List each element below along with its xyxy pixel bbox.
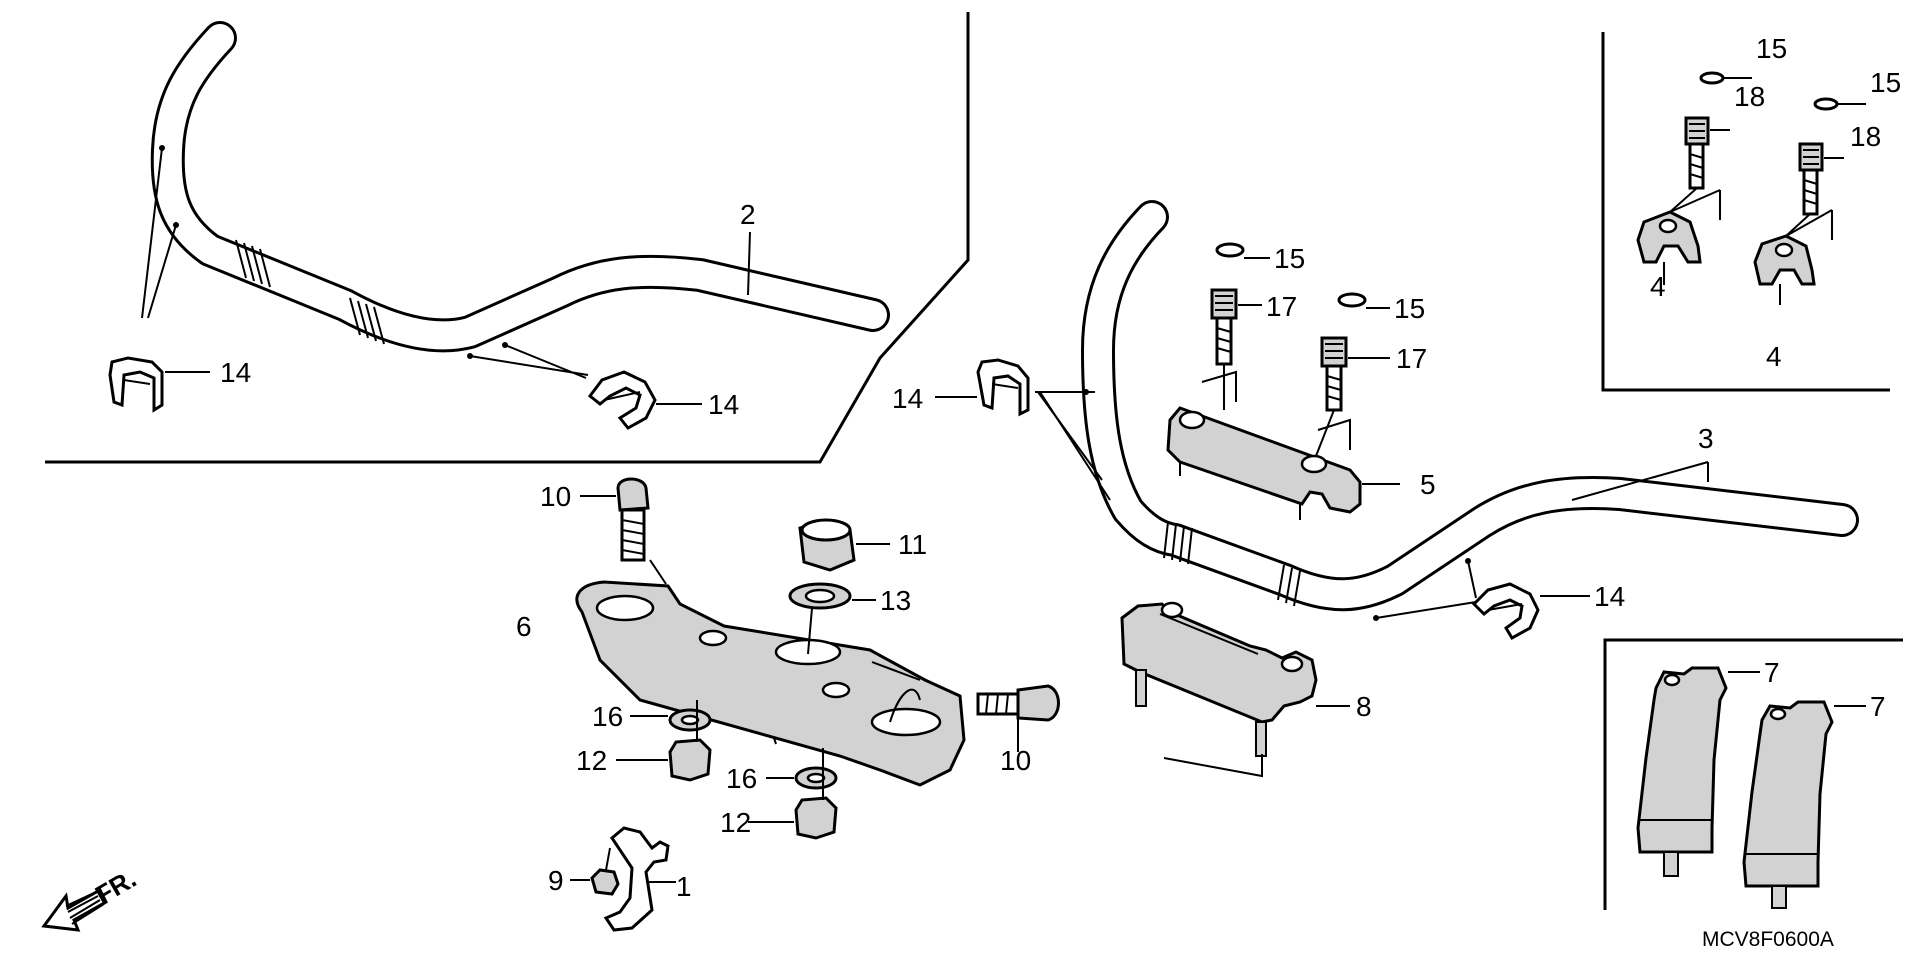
clip-14-upper-left xyxy=(108,356,164,413)
bolt-10-top xyxy=(580,477,667,585)
callout-8: 8 xyxy=(1356,691,1372,722)
washer-13 xyxy=(788,582,876,655)
clip-14-main-left xyxy=(976,358,1030,417)
top-bridge-6 xyxy=(575,580,966,787)
leaders-upper-left xyxy=(141,147,751,405)
holder-4-left xyxy=(1636,189,1721,285)
callout-14c: 14 xyxy=(892,383,923,414)
callout-labels: 1 2 3 4 4 5 6 7 7 8 9 10 10 11 12 12 13 … xyxy=(220,33,1901,902)
nut-12-right xyxy=(748,796,838,840)
nut-11 xyxy=(798,518,890,572)
callout-14d: 14 xyxy=(1594,581,1625,612)
callout-13: 13 xyxy=(880,585,911,616)
bolt-18-right xyxy=(1785,97,1866,237)
callout-12a: 12 xyxy=(576,745,607,776)
callout-16b: 16 xyxy=(726,763,757,794)
clip-14-main-right xyxy=(1471,582,1540,641)
callout-5: 5 xyxy=(1420,469,1436,500)
washer-16-right xyxy=(766,766,838,790)
callout-15b: 15 xyxy=(1394,293,1425,324)
front-arrow-icon xyxy=(41,887,108,932)
callout-15c: 15 xyxy=(1756,33,1787,64)
callout-14b: 14 xyxy=(708,389,739,420)
diagram-code: MCV8F0600A xyxy=(1702,928,1834,951)
leaders-main-bar xyxy=(935,391,1709,619)
callout-7a: 7 xyxy=(1764,657,1780,688)
riser-7-right xyxy=(1742,700,1866,909)
callout-17b: 17 xyxy=(1396,343,1427,374)
bracket-1 xyxy=(603,826,676,932)
handlebar-alt xyxy=(150,21,890,359)
handlebar-main xyxy=(1081,200,1859,621)
frame-alt-risers xyxy=(1603,638,1903,910)
bolt-18-left xyxy=(1669,71,1752,213)
callout-4a: 4 xyxy=(1650,271,1666,302)
callout-6: 6 xyxy=(516,611,532,642)
callout-9: 9 xyxy=(548,865,564,896)
bolt-17-right xyxy=(1315,292,1390,457)
bolt-17-left xyxy=(1210,242,1270,410)
callout-10a: 10 xyxy=(540,481,571,512)
callout-15d: 15 xyxy=(1870,67,1901,98)
callout-3: 3 xyxy=(1698,423,1714,454)
callout-11: 11 xyxy=(898,529,927,560)
lower-holder-8 xyxy=(1120,601,1350,778)
callout-14a: 14 xyxy=(220,357,251,388)
stud-lines xyxy=(696,700,824,800)
bolt-9 xyxy=(570,847,620,896)
upper-holder-5 xyxy=(1166,370,1400,520)
nut-12-left xyxy=(616,738,712,782)
callout-18a: 18 xyxy=(1734,81,1765,112)
riser-7-left xyxy=(1636,666,1760,877)
frame-alt-handlebar xyxy=(45,12,970,464)
callout-18b: 18 xyxy=(1850,121,1881,152)
holder-4-right xyxy=(1753,209,1833,305)
callout-12b: 12 xyxy=(720,807,751,838)
callout-10b: 10 xyxy=(1000,745,1031,776)
washer-16-left xyxy=(630,708,712,732)
frame-alt-holders xyxy=(1601,32,1890,392)
callout-7b: 7 xyxy=(1870,691,1886,722)
clip-14-upper-mid xyxy=(587,370,657,430)
callout-16a: 16 xyxy=(592,701,623,732)
callout-15a: 15 xyxy=(1274,243,1305,274)
callout-2: 2 xyxy=(740,199,756,230)
bolt-10-right xyxy=(871,661,1060,752)
callout-1: 1 xyxy=(676,871,692,902)
callout-17a: 17 xyxy=(1266,291,1297,322)
callout-4b: 4 xyxy=(1766,341,1782,372)
